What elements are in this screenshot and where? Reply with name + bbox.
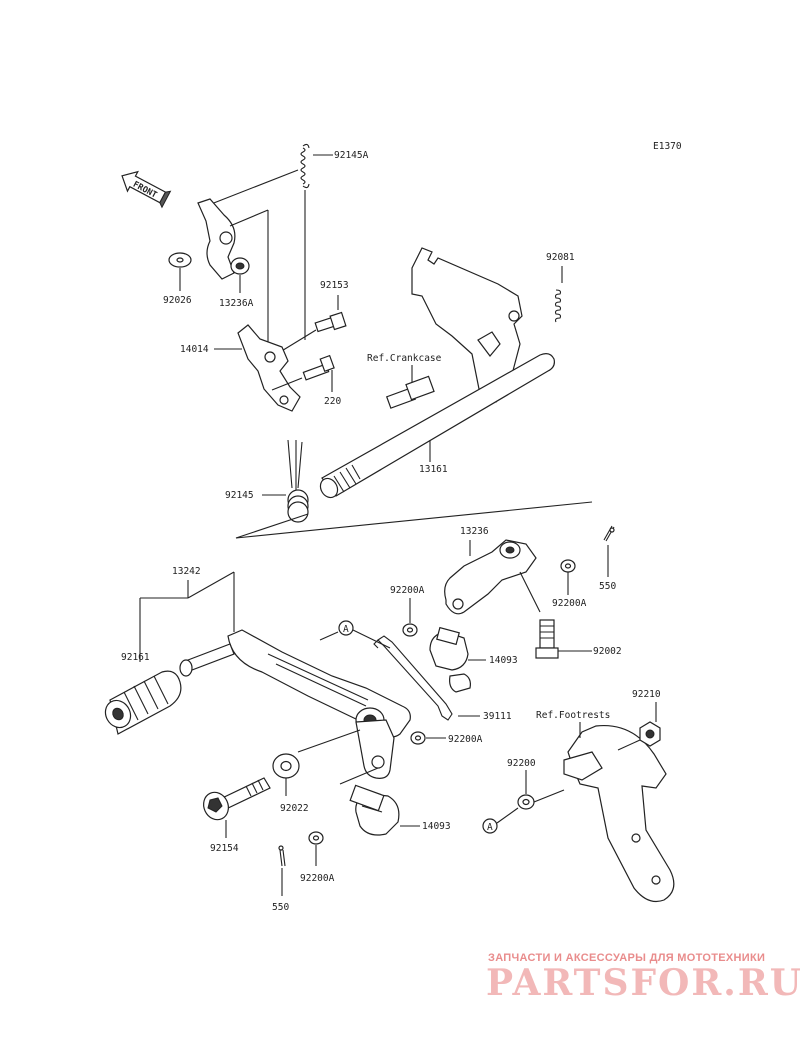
- callout-92200A-bottom: 92200A: [300, 873, 335, 884]
- callout-39111: 39111: [483, 711, 512, 722]
- shift-shaft-13161-icon: [319, 353, 555, 499]
- cotter-pin-550-bottom-icon: [278, 845, 286, 867]
- shift-arm-plate-icon: [197, 198, 236, 280]
- callout-92200A-center: 92200A: [390, 585, 425, 596]
- callout-14014: 14014: [180, 344, 209, 355]
- callout-13161: 13161: [419, 464, 448, 475]
- callout-92145: 92145: [225, 490, 254, 501]
- bolt-92154-icon: [203, 777, 271, 821]
- callout-92002: 92002: [593, 646, 622, 657]
- callout-13236A: 13236A: [219, 298, 254, 309]
- callout-92210: 92210: [632, 689, 661, 700]
- bolt-92153-icon: [314, 311, 347, 333]
- marker-a-upper-label: A: [343, 624, 349, 635]
- marker-a-lower: [482, 818, 498, 834]
- spring-92081-icon: [554, 289, 562, 323]
- pedal-rubber-92161-icon: [104, 670, 182, 735]
- callout-14093-upper: 14093: [489, 655, 518, 666]
- bolt-220-icon: [302, 354, 335, 381]
- callout-92200: 92200: [507, 758, 536, 769]
- lower-shift-arm-icon: [355, 719, 395, 779]
- ref-crankcase-label: Ref.Crankcase: [367, 353, 442, 364]
- callout-13242: 13242: [172, 566, 201, 577]
- callout-14093-lower: 14093: [422, 821, 451, 832]
- callout-92026: 92026: [163, 295, 192, 306]
- tie-rod-joint-14093-upper-icon: [429, 626, 471, 693]
- callout-92161: 92161: [121, 652, 150, 663]
- footrest-bracket-icon: [563, 724, 675, 903]
- callout-92145A: 92145A: [334, 150, 369, 161]
- crankcase-stud-icon: [385, 375, 435, 409]
- bolt-92002-icon: [535, 619, 559, 659]
- spring-92145A-icon: [300, 143, 310, 189]
- bracket-14014-icon: [237, 324, 301, 412]
- watermark-brand: PARTSFOR.RU: [486, 962, 800, 1004]
- callout-92153: 92153: [320, 280, 349, 291]
- callout-13236: 13236: [460, 526, 489, 537]
- callout-92200A-right: 92200A: [552, 598, 587, 609]
- callout-92154: 92154: [210, 843, 239, 854]
- callout-92081: 92081: [546, 252, 575, 263]
- callout-92022: 92022: [280, 803, 309, 814]
- ref-footrests-label: Ref.Footrests: [536, 710, 610, 721]
- shift-arm-13236-icon: [444, 539, 537, 615]
- callout-92200A-lower: 92200A: [448, 734, 483, 745]
- callout-550-bottom: 550: [272, 902, 289, 913]
- marker-a-lower-label: A: [487, 822, 493, 833]
- marker-a-upper: [338, 620, 354, 636]
- callout-550-top: 550: [599, 581, 616, 592]
- front-arrow-icon: FRONT: [121, 170, 172, 209]
- diagram-code: E1370: [653, 141, 682, 152]
- watermark-tagline: ЗАПЧАСТИ И АКСЕССУАРЫ ДЛЯ МОТОТЕХНИКИ: [488, 952, 766, 964]
- shift-lever-arm-icon: [411, 247, 523, 403]
- tie-rod-joint-14093-lower-icon: [349, 784, 400, 836]
- cotter-pin-550-top-icon: [603, 525, 615, 542]
- spring-92145-icon: [287, 439, 309, 523]
- callout-220: 220: [324, 396, 341, 407]
- nut-92210-icon: [639, 721, 661, 747]
